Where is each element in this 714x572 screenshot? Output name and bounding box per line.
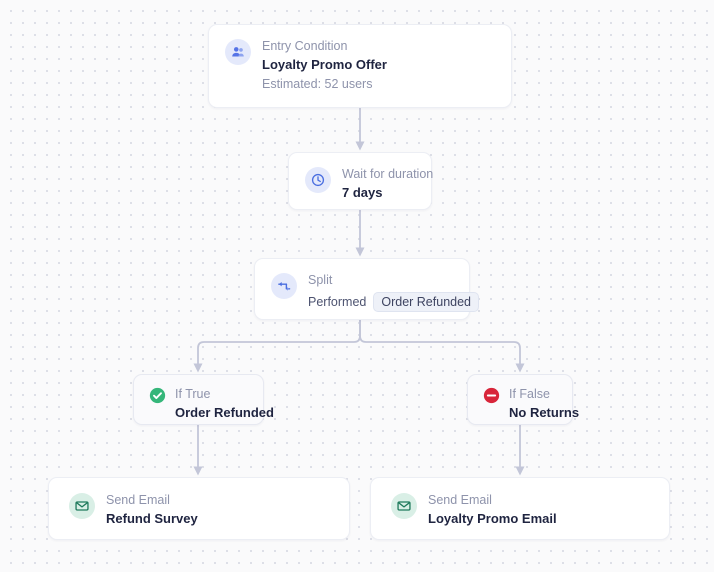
users-icon [225,39,251,65]
split-label: Split [308,273,333,287]
split-event-chip[interactable]: Order Refunded [373,292,479,312]
node-split[interactable]: Split Performed Order Refunded [254,258,479,320]
email-left-value: Refund Survey [106,511,198,526]
branch-false-value: No Returns [509,405,580,420]
split-verb: Performed [308,295,367,309]
node-entry-condition[interactable]: Entry Condition Loyalty Promo Offer Esti… [208,24,512,108]
node-branch-false[interactable]: If False No Returns [467,374,580,425]
node-send-email-left[interactable]: Send Email Refund Survey [48,477,350,540]
node-branch-true[interactable]: If True Order Refunded [133,374,274,425]
connector-split-to-true [193,320,361,373]
email-right-label: Send Email [428,493,492,507]
connector-split-to-false [359,320,525,373]
entry-label: Entry Condition [262,39,348,53]
entry-estimate: Estimated: 52 users [262,77,373,91]
minus-circle-icon [482,386,500,404]
node-wait-duration[interactable]: Wait for duration 7 days [288,152,434,210]
envelope-icon [391,493,417,519]
split-condition-row: Performed Order Refunded [308,292,479,312]
clock-icon [305,167,331,193]
wait-label: Wait for duration [342,167,434,181]
branch-true-label: If True [175,387,211,401]
wait-value: 7 days [342,185,383,200]
entry-value: Loyalty Promo Offer [262,57,387,72]
email-left-label: Send Email [106,493,170,507]
branch-true-value: Order Refunded [175,405,274,420]
split-arrow-icon [271,273,297,299]
email-right-value: Loyalty Promo Email [428,511,557,526]
check-circle-icon [148,386,166,404]
node-send-email-right[interactable]: Send Email Loyalty Promo Email [370,477,670,540]
envelope-icon [69,493,95,519]
branch-false-label: If False [509,387,550,401]
